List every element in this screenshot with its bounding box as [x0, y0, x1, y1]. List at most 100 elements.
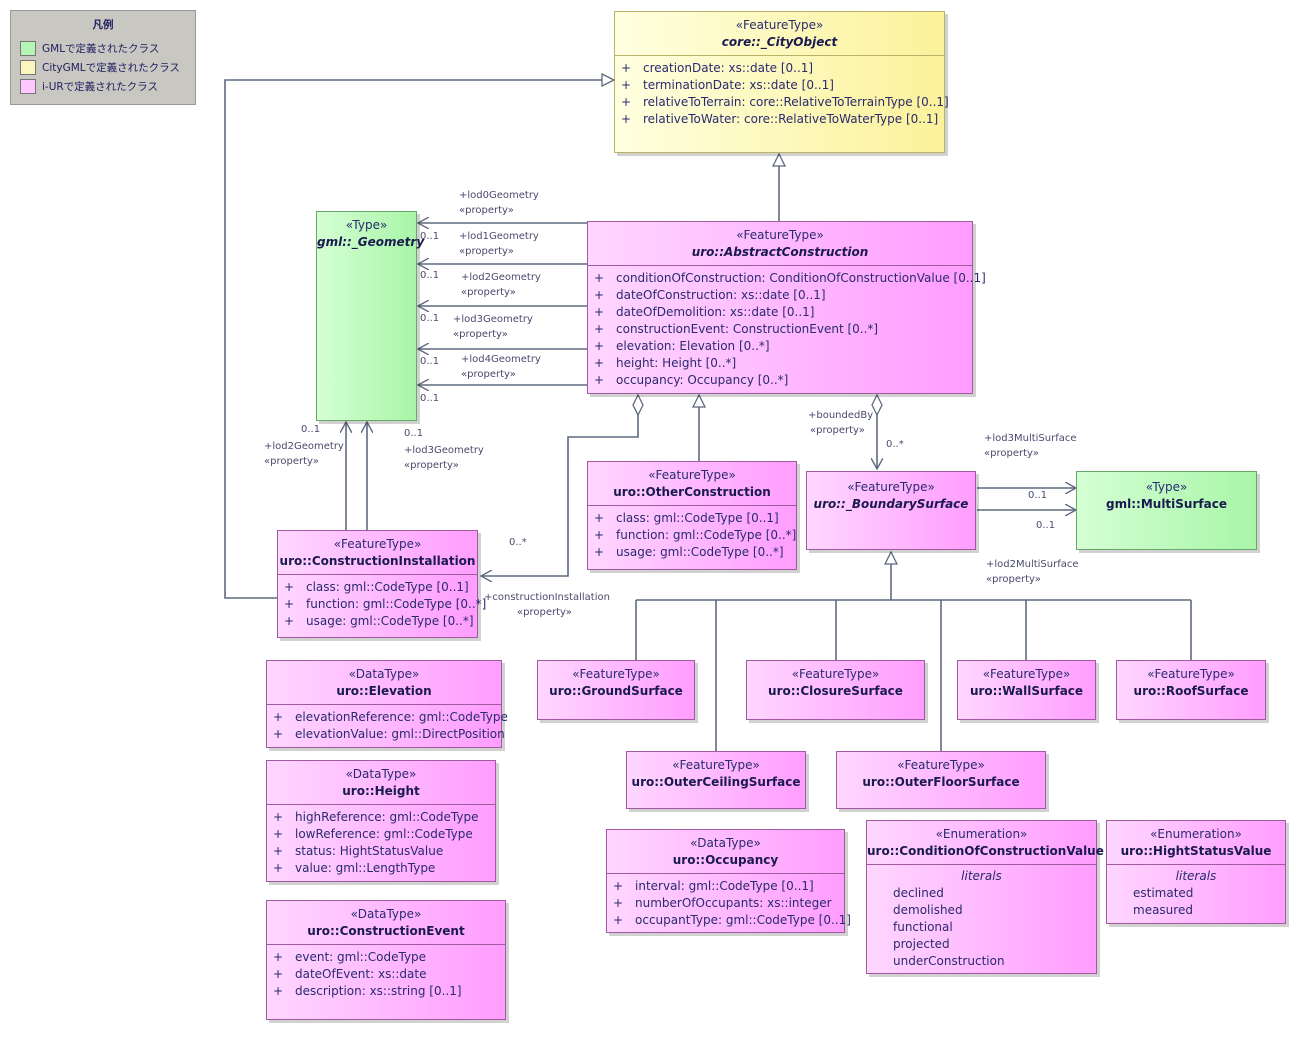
- legend-label: i-URで定義されたクラス: [42, 81, 158, 93]
- attribute: +class: gml::CodeType [0..1]: [284, 580, 469, 594]
- attribute: +function: gml::CodeType [0..*]: [594, 528, 797, 542]
- attribute: +dateOfDemolition: xs::date [0..1]: [594, 305, 815, 319]
- multiplicity: 0..1: [420, 393, 440, 404]
- literal: projected: [893, 937, 950, 951]
- literals-title: literals: [1175, 869, 1217, 883]
- stereotype: «DataType»: [690, 836, 761, 850]
- role-lod2multisurface: +lod2MultiSurface: [986, 559, 1079, 570]
- attribute: +relativeToWater: core::RelativeToWaterT…: [621, 112, 939, 126]
- stereotype-property: «property»: [984, 448, 1039, 459]
- attribute: +creationDate: xs::date [0..1]: [621, 61, 814, 75]
- stereotype-property: «property»: [461, 369, 516, 380]
- class-outerceilingsurface[interactable]: «FeatureType» uro::OuterCeilingSurface: [626, 751, 806, 809]
- role-boundedby: +boundedBy: [808, 410, 874, 421]
- class-name: uro::Occupancy: [672, 853, 779, 867]
- stereotype-property: «property»: [459, 246, 514, 257]
- multiplicity: 0..1: [1036, 520, 1056, 531]
- role-lod1geometry: +lod1Geometry: [459, 231, 539, 242]
- class-height[interactable]: «DataType» uro::Height +highReference: g…: [266, 760, 496, 882]
- stereotype: «FeatureType»: [333, 537, 422, 551]
- class-name: uro::ConstructionInstallation: [279, 554, 476, 568]
- class-conditionofconstructionvalue[interactable]: «Enumeration» uro::ConditionOfConstructi…: [866, 820, 1104, 974]
- stereotype: «FeatureType»: [847, 480, 935, 494]
- class-multisurface[interactable]: «Type» gml::MultiSurface: [1076, 471, 1257, 550]
- legend-title: 凡例: [92, 19, 114, 31]
- legend-swatch-green: [20, 41, 36, 56]
- attribute: +relativeToTerrain: core::RelativeToTerr…: [621, 95, 949, 109]
- class-cityobject[interactable]: «FeatureType» core::_CityObject +creatio…: [614, 11, 949, 153]
- attribute: +usage: gml::CodeType [0..*]: [594, 545, 784, 559]
- class-name: gml::_Geometry: [317, 235, 425, 249]
- class-groundsurface[interactable]: «FeatureType» uro::GroundSurface: [537, 660, 695, 720]
- legend-item-citygml: CityGMLで定義されたクラス: [20, 59, 180, 76]
- stereotype-property: «property»: [404, 460, 459, 471]
- attribute: +occupancy: Occupancy [0..*]: [594, 373, 789, 387]
- class-name: uro::Height: [342, 784, 420, 798]
- stereotype: «DataType»: [350, 907, 422, 921]
- multiplicity: 0..1: [420, 356, 440, 367]
- multiplicity: 0..*: [886, 439, 904, 450]
- class-name: uro::WallSurface: [969, 684, 1084, 698]
- literal: declined: [893, 886, 944, 900]
- legend-label: CityGMLで定義されたクラス: [42, 62, 180, 74]
- legend-swatch-yellow: [20, 60, 36, 75]
- stereotype: «FeatureType»: [735, 18, 824, 32]
- multiplicity: 0..1: [301, 424, 321, 435]
- attribute: +dateOfEvent: xs::date: [273, 967, 427, 981]
- class-elevation[interactable]: «DataType» uro::Elevation +elevationRefe…: [266, 660, 508, 748]
- literal: measured: [1133, 903, 1193, 917]
- stereotype: «FeatureType»: [736, 228, 824, 242]
- legend-item-gml: GMLで定義されたクラス: [20, 40, 159, 57]
- class-roofsurface[interactable]: «FeatureType» uro::RoofSurface: [1116, 660, 1266, 720]
- stereotype: «Type»: [345, 218, 388, 232]
- generalization-constructioninstallation: [224, 80, 614, 599]
- class-constructioninstallation[interactable]: «FeatureType» uro::ConstructionInstallat…: [277, 530, 486, 638]
- role-lod4geometry: +lod4Geometry: [461, 354, 541, 365]
- role-lod3geometry: +lod3Geometry: [404, 445, 484, 456]
- attribute: +usage: gml::CodeType [0..*]: [284, 614, 474, 628]
- attribute: +conditionOfConstruction: ConditionOfCon…: [594, 271, 986, 285]
- literal: functional: [893, 920, 953, 934]
- attribute: +terminationDate: xs::date [0..1]: [621, 78, 834, 92]
- class-name: uro::AbstractConstruction: [691, 245, 869, 259]
- attribute: +height: Height [0..*]: [594, 356, 737, 370]
- attribute: +description: xs::string [0..1]: [273, 984, 462, 998]
- class-occupancy[interactable]: «DataType» uro::Occupancy +interval: gml…: [606, 829, 851, 933]
- attribute: +class: gml::CodeType [0..1]: [594, 511, 779, 525]
- class-boundarysurface[interactable]: «FeatureType» uro::_BoundarySurface: [806, 471, 976, 550]
- class-wallsurface[interactable]: «FeatureType» uro::WallSurface: [957, 660, 1096, 720]
- class-name: uro::HightStatusValue: [1120, 844, 1272, 858]
- legend-swatch-pink: [20, 79, 36, 94]
- class-hightstatusvalue[interactable]: «Enumeration» uro::HightStatusValue lite…: [1106, 820, 1286, 924]
- stereotype-property: «property»: [453, 329, 508, 340]
- class-closuresurface[interactable]: «FeatureType» uro::ClosureSurface: [746, 660, 925, 720]
- class-geometry[interactable]: «Type» gml::_Geometry: [316, 211, 425, 421]
- stereotype-property: «property»: [264, 456, 319, 467]
- class-outerfloorsurface[interactable]: «FeatureType» uro::OuterFloorSurface: [836, 751, 1046, 809]
- literal: underConstruction: [893, 954, 1005, 968]
- role-lod2geometry: +lod2Geometry: [461, 272, 541, 283]
- attribute: +elevationReference: gml::CodeType: [273, 710, 508, 724]
- attribute: +numberOfOccupants: xs::integer: [613, 896, 832, 910]
- class-abstractconstruction[interactable]: «FeatureType» uro::AbstractConstruction …: [587, 221, 986, 394]
- class-name: uro::_BoundarySurface: [813, 497, 969, 511]
- stereotype: «Enumeration»: [1150, 827, 1242, 841]
- class-name: gml::MultiSurface: [1106, 497, 1227, 511]
- stereotype: «Type»: [1145, 480, 1188, 494]
- attribute: +interval: gml::CodeType [0..1]: [613, 879, 814, 893]
- attribute: +value: gml::LengthType: [273, 861, 436, 875]
- multiplicity: 0..1: [1028, 490, 1048, 501]
- attribute: +elevation: Elevation [0..*]: [594, 339, 770, 353]
- stereotype: «FeatureType»: [1147, 667, 1235, 681]
- class-name: uro::ConditionOfConstructionValue: [867, 844, 1104, 858]
- legend-item-iur: i-URで定義されたクラス: [20, 78, 158, 95]
- attribute: +dateOfConstruction: xs::date [0..1]: [594, 288, 826, 302]
- role-lod0geometry: +lod0Geometry: [459, 190, 539, 201]
- literal: demolished: [893, 903, 963, 917]
- multiplicity: 0..1: [404, 428, 424, 439]
- stereotype: «Enumeration»: [935, 827, 1028, 841]
- class-otherconstruction[interactable]: «FeatureType» uro::OtherConstruction +cl…: [587, 461, 797, 570]
- stereotype: «FeatureType»: [982, 667, 1071, 681]
- class-constructionevent[interactable]: «DataType» uro::ConstructionEvent +event…: [266, 900, 506, 1020]
- stereotype-property: «property»: [810, 425, 865, 436]
